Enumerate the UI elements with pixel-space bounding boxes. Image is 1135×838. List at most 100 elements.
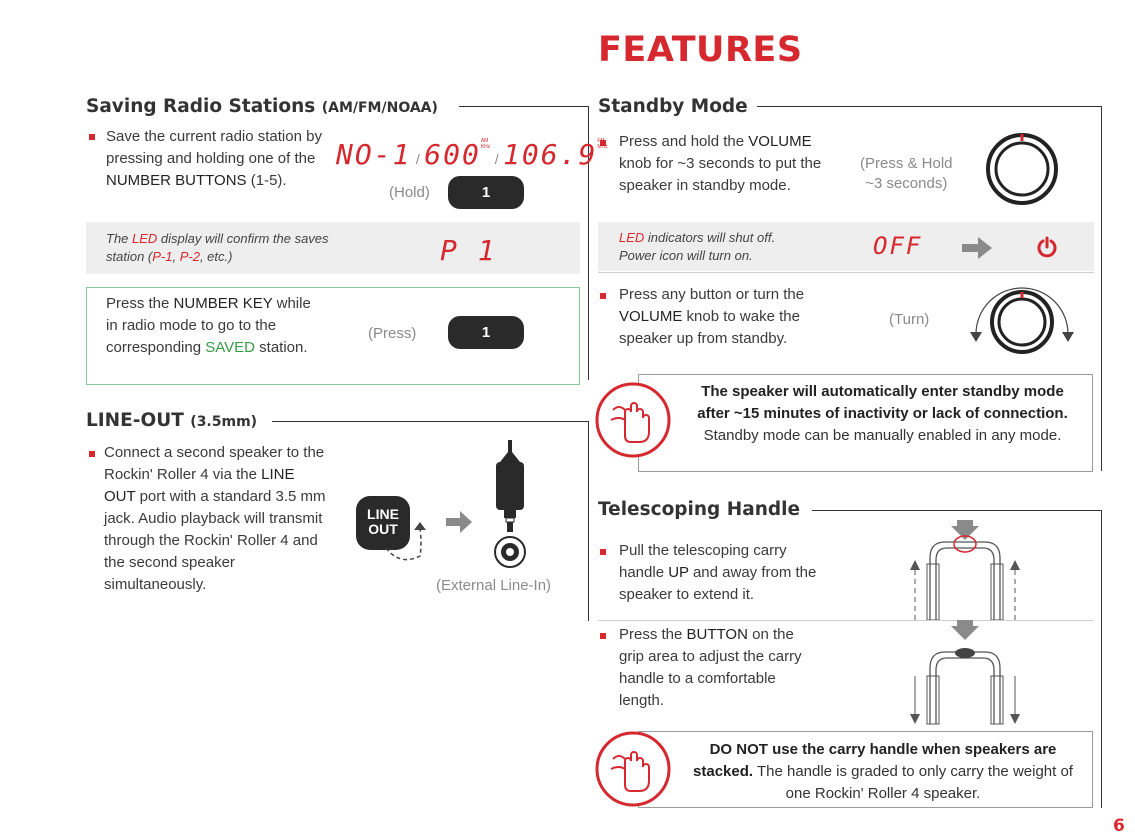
standby-note-text: LED indicators will shut off. Power icon… xyxy=(619,229,849,265)
lcd-am-unit-bottom: KHz xyxy=(480,144,491,150)
standby-divider xyxy=(598,272,1094,273)
standby-note-line1: indicators will shut off. xyxy=(644,230,776,245)
standby-warning-bold: The speaker will automatically enter sta… xyxy=(697,383,1068,422)
standby-bullet1-text: Press and hold the VOLUME knob for ~3 se… xyxy=(619,131,841,197)
lcd-preset: P 1 xyxy=(440,234,497,267)
saving-heading-note: (AM/FM/NOAA) xyxy=(321,100,438,116)
lcd-fm-unit-bottom: MHz xyxy=(597,144,608,150)
standby-heading: Standby Mode xyxy=(598,96,748,117)
lineout-pre: Connect a second speaker to the Rockin' … xyxy=(104,444,325,483)
standby2-post: knob to wake the speaker up from standby… xyxy=(619,308,800,347)
standby-note-line2: Power icon will turn on. xyxy=(619,248,753,263)
number-key-1-icon: 1 xyxy=(448,316,524,349)
right-arrow-icon xyxy=(962,237,992,259)
lineout-heading: LINE-OUT (3.5mm) xyxy=(86,410,257,431)
standby1-post: knob for ~3 seconds to put the speaker i… xyxy=(619,155,822,194)
note-led: LED xyxy=(132,231,158,246)
handle-warning-text: DO NOT use the carry handle when speaker… xyxy=(682,739,1084,805)
press-hold-line1: (Press & Hold xyxy=(860,155,953,172)
page-title: FEATURES xyxy=(598,30,803,70)
handle-side-rule xyxy=(1101,510,1102,808)
saving-heading: Saving Radio Stations (AM/FM/NOAA) xyxy=(86,96,438,117)
handle2-pre: Press the xyxy=(619,626,687,643)
saving-bullet-pre: Save the current radio station by pressi… xyxy=(106,128,322,167)
handle2-post: on the grip area to adjust the carry han… xyxy=(619,626,802,709)
lineout-port: LINE OUT xyxy=(104,466,295,505)
volume-knob-icon xyxy=(986,133,1058,205)
standby1-key: VOLUME xyxy=(748,133,812,150)
dashed-arrow-icon xyxy=(385,522,426,561)
lineout-bullet-marker xyxy=(89,451,95,457)
handle1-post: and away from the speaker to extend it. xyxy=(619,564,817,603)
number-button-1-icon: 1 xyxy=(448,176,524,209)
volume-knob-turn-icon xyxy=(970,287,1074,354)
recall-pre: Press the xyxy=(106,295,174,312)
port-line2: OUT xyxy=(368,521,398,537)
lineout-heading-note: (3.5mm) xyxy=(190,414,258,430)
lineout-bullet-text: Connect a second speaker to the Rockin' … xyxy=(104,442,326,596)
port-line1: LINE xyxy=(367,506,399,522)
standby-bullet1-marker xyxy=(600,140,606,146)
press-hold-line2: ~3 seconds) xyxy=(865,175,948,192)
note-p1: P-1 xyxy=(152,249,173,264)
handle-bullet1-marker xyxy=(600,549,606,555)
note-pre: The xyxy=(106,231,133,246)
saving-note-box xyxy=(86,222,580,274)
external-line-in-label: (External Line-In) xyxy=(436,577,552,594)
lineout-heading-text: LINE-OUT xyxy=(86,410,184,431)
handle1-key: UP xyxy=(668,564,689,581)
hand-warning-icon xyxy=(595,731,671,807)
recall-box xyxy=(86,287,580,385)
line-out-port-icon: LINE OUT xyxy=(356,496,410,550)
standby-bullet2-marker xyxy=(600,293,606,299)
handle-bullet2-text: Press the BUTTON on the grip area to adj… xyxy=(619,624,814,712)
handle-retract-icon xyxy=(910,620,1020,725)
note-comma: , xyxy=(172,249,180,264)
saving-side-rule xyxy=(588,106,589,380)
power-icon xyxy=(1037,236,1057,258)
lineout-heading-rule xyxy=(272,421,588,422)
hand-warning-icon xyxy=(595,382,671,458)
handle-warning-rest: The handle is graded to only carry the w… xyxy=(753,763,1073,802)
lineout-post: port with a standard 3.5 mm jack. Audio … xyxy=(104,488,326,593)
lcd-sep-1: / xyxy=(415,151,420,167)
standby2-pre: Press any button or turn the xyxy=(619,286,805,303)
handle-bullet1-text: Pull the telescoping carry handle UP and… xyxy=(619,540,834,606)
recall-saved: SAVED xyxy=(205,339,255,356)
standby-note-led: LED xyxy=(619,230,645,245)
recall-mid: while in radio mode to go to the corresp… xyxy=(106,295,311,356)
handle-divider xyxy=(598,620,1094,621)
note-p2: P-2 xyxy=(179,249,200,264)
recall-text: Press the NUMBER KEY while in radio mode… xyxy=(106,293,316,359)
standby-side-rule xyxy=(1101,106,1102,471)
page-number: 6 xyxy=(1113,816,1125,836)
lcd-fm: 106.9 xyxy=(503,138,598,171)
hold-label: (Hold) xyxy=(389,184,430,201)
lineout-side-rule xyxy=(588,421,589,621)
standby-heading-rule xyxy=(757,106,1102,107)
handle-bullet2-marker xyxy=(600,633,606,639)
lcd-off: OFF xyxy=(873,232,923,260)
standby-note-box xyxy=(598,222,1094,271)
handle-heading-rule xyxy=(812,510,1102,511)
lcd-sep-2: / xyxy=(494,151,499,167)
press-hold-label: (Press & Hold ~3 seconds) xyxy=(860,154,953,194)
recall-post: station. xyxy=(254,339,308,356)
standby-bullet2-text: Press any button or turn the VOLUME knob… xyxy=(619,284,847,350)
lcd-am-unit-top: AM xyxy=(480,138,489,144)
handle-warning-bold: DO NOT use the carry handle when speaker… xyxy=(693,741,1057,780)
saving-bullet-text: Save the current radio station by pressi… xyxy=(106,126,331,192)
press-label: (Press) xyxy=(368,325,417,342)
turn-label: (Turn) xyxy=(889,311,930,328)
saving-bullet-key: NUMBER BUTTONS xyxy=(106,172,247,189)
handle-heading: Telescoping Handle xyxy=(598,499,800,520)
saving-bullet-post: (1-5). xyxy=(246,172,287,189)
standby-warning-text: The speaker will automatically enter sta… xyxy=(690,381,1075,447)
handle1-pre: Pull the telescoping carry handle xyxy=(619,542,787,581)
saving-bullet-marker xyxy=(89,134,95,140)
note-post: , etc.) xyxy=(199,249,233,264)
saving-heading-text: Saving Radio Stations xyxy=(86,96,316,117)
note-mid: display will confirm the saves station ( xyxy=(106,231,329,264)
